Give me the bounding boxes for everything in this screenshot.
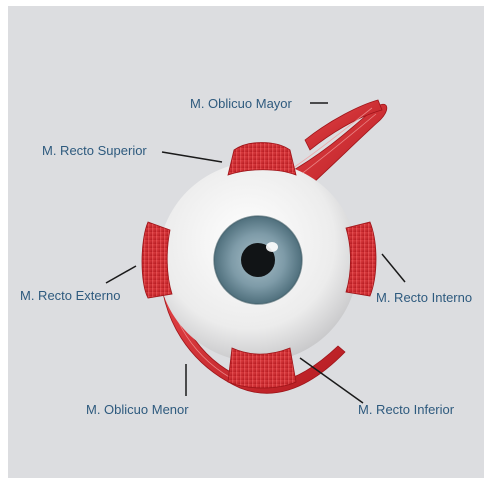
label-recto-inferior: M. Recto Inferior <box>358 402 455 417</box>
label-oblicuo-mayor: M. Oblicuo Mayor <box>190 96 293 111</box>
label-recto-superior: M. Recto Superior <box>42 143 147 158</box>
leader-recto-superior <box>162 152 222 162</box>
leader-recto-externo <box>106 266 136 283</box>
recto-superior-muscle <box>228 143 296 176</box>
label-recto-interno: M. Recto Interno <box>376 290 472 305</box>
recto-inferior-muscle <box>228 348 296 388</box>
label-oblicuo-menor: M. Oblicuo Menor <box>86 402 189 417</box>
leader-recto-interno <box>382 254 405 282</box>
label-recto-externo: M. Recto Externo <box>20 288 120 303</box>
eye-highlight <box>266 242 278 252</box>
recto-externo-muscle <box>142 222 172 298</box>
recto-interno-muscle <box>346 222 376 296</box>
